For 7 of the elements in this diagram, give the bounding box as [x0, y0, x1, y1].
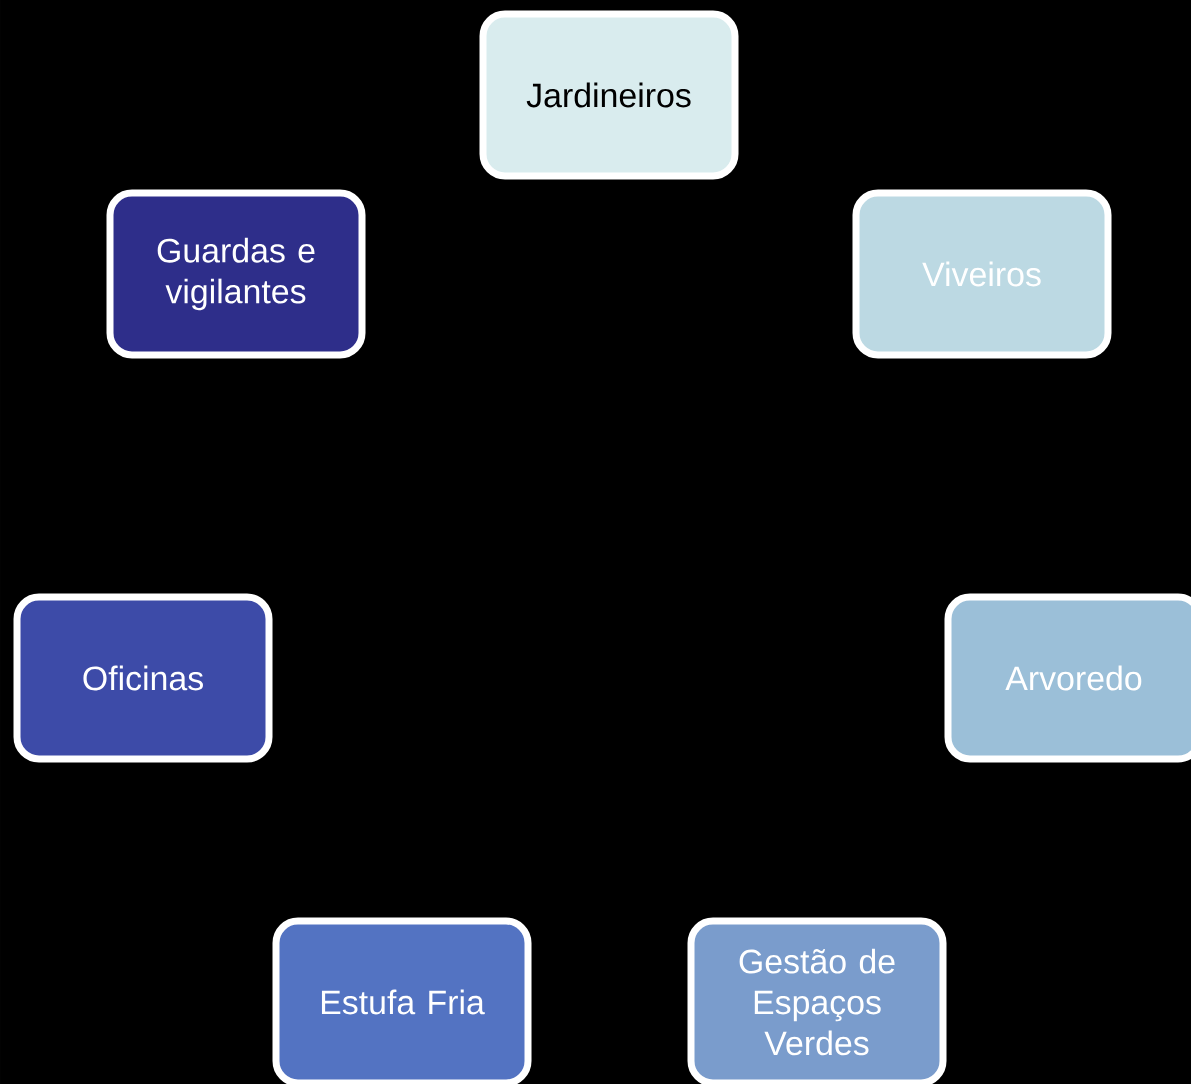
process-box: Estufa Fria: [272, 917, 532, 1084]
process-box: Arvoredo: [944, 593, 1191, 763]
process-box: Oficinas: [13, 593, 273, 763]
process-box: Viveiros: [852, 189, 1112, 359]
process-box: Guardas e vigilantes: [106, 189, 366, 359]
process-box: Jardineiros: [479, 10, 739, 180]
process-box: Gestão de Espaços Verdes: [687, 917, 947, 1084]
